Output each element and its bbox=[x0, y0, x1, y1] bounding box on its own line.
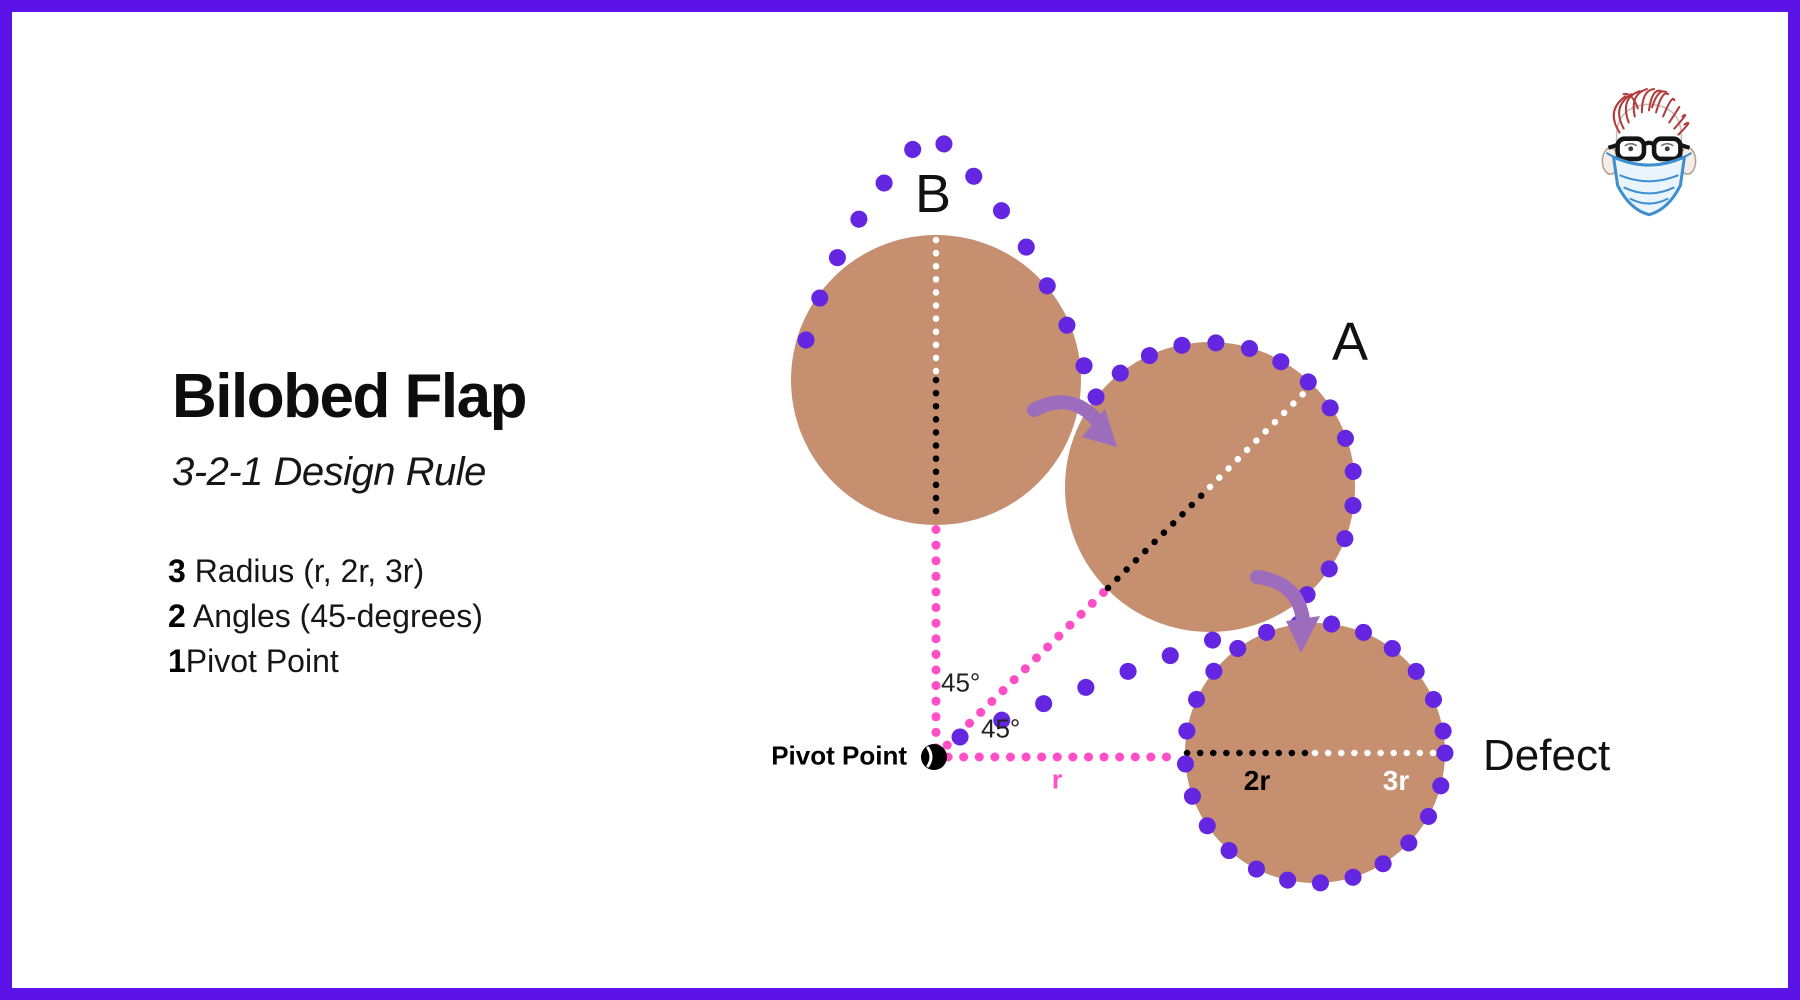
lobe-a-diameter-white bbox=[1206, 382, 1315, 491]
a-to-defect-rotation-arrow bbox=[1250, 570, 1310, 627]
rule-angles-text: Angles (45-degrees) bbox=[185, 598, 483, 634]
pivot-point-highlight bbox=[926, 746, 933, 768]
rule-radius: 3 Radius (r, 2r, 3r) bbox=[168, 549, 483, 594]
defect-outline-dots bbox=[1176, 614, 1454, 892]
angle-upper-label: 45° bbox=[941, 667, 981, 698]
page-subtitle: 3-2-1 Design Rule bbox=[172, 450, 486, 494]
avatar-glasses-icon bbox=[1607, 136, 1691, 162]
rule-angles-number: 2 bbox=[168, 598, 186, 634]
radius-2r-label: 2r bbox=[1243, 765, 1271, 796]
lobe-a-label: A bbox=[1331, 312, 1369, 372]
rule-pivot-text: Pivot Point bbox=[185, 643, 339, 679]
rule-radius-text: Radius (r, 2r, 3r) bbox=[185, 553, 425, 589]
rule-angles: 2 Angles (45-degrees) bbox=[168, 594, 483, 639]
angle-lower-label: 45° bbox=[981, 713, 1021, 744]
surgeon-avatar-icon bbox=[1593, 86, 1705, 238]
pivot-point-marker bbox=[921, 744, 947, 770]
lobe-a-outline-dots bbox=[1087, 334, 1363, 615]
pivot-to-defect-incision-dots bbox=[951, 620, 1252, 746]
rule-pivot-number: 1 bbox=[168, 643, 186, 679]
pivot-point-label: Pivot Point bbox=[771, 740, 907, 771]
lobe-b-label: B bbox=[914, 164, 952, 224]
page-title: Bilobed Flap bbox=[172, 362, 528, 431]
rule-pivot: 1Pivot Point bbox=[168, 639, 483, 684]
radius-3r-label: 3r bbox=[1382, 765, 1410, 796]
avatar-hair bbox=[1612, 88, 1690, 136]
a-to-defect-rotation-arrowhead bbox=[1286, 616, 1320, 653]
rule-radius-number: 3 bbox=[168, 553, 186, 589]
radius-r-label: r bbox=[1051, 764, 1063, 795]
b-to-a-rotation-arrow bbox=[1027, 395, 1105, 429]
lobe-b-tip-outline-dots bbox=[797, 119, 1100, 401]
avatar-mask-icon bbox=[1605, 152, 1693, 217]
design-rule-list: 3 Radius (r, 2r, 3r) 2 Angles (45-degree… bbox=[168, 549, 483, 684]
lobe-a-diameter-black bbox=[1104, 483, 1214, 592]
b-to-a-rotation-arrowhead bbox=[1082, 409, 1117, 447]
defect-label: Defect bbox=[1483, 731, 1611, 780]
